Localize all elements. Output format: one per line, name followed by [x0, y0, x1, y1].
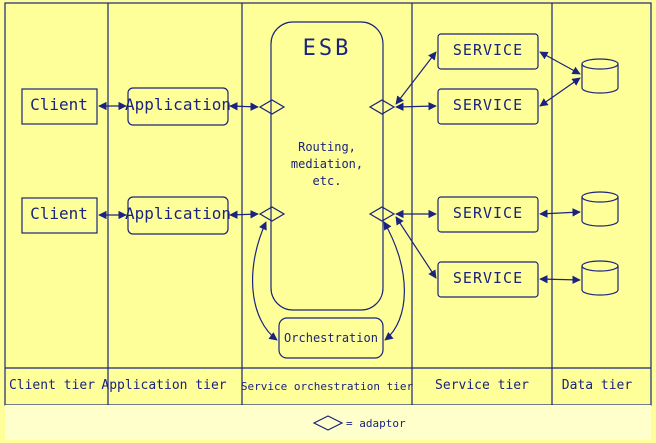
adaptor-diamond — [258, 206, 286, 222]
orchestration-curve — [383, 221, 405, 341]
legend-band — [5, 405, 651, 440]
arrow — [229, 102, 259, 111]
database-icon — [581, 191, 619, 227]
arrow — [539, 208, 581, 218]
application-box — [127, 196, 229, 235]
adaptor-diamond — [368, 206, 396, 222]
arrow — [539, 51, 581, 75]
adaptor-diamond — [368, 99, 396, 115]
orchestration-box — [278, 317, 384, 359]
service-box — [437, 88, 539, 125]
adaptor-diamond — [258, 99, 286, 115]
client-box — [21, 88, 98, 125]
orchestration-curve — [251, 221, 278, 341]
database-icon — [581, 260, 619, 296]
service-box — [437, 196, 539, 233]
arrow — [395, 216, 437, 279]
database-icon — [581, 58, 619, 94]
esb-bus — [270, 21, 384, 311]
arrow — [539, 274, 581, 285]
legend-adaptor-icon — [312, 415, 344, 431]
service-box — [437, 33, 539, 70]
arrow — [539, 77, 581, 107]
client-box — [21, 197, 98, 234]
arrow — [395, 51, 437, 105]
service-box — [437, 261, 539, 298]
application-box — [127, 87, 229, 126]
arrow — [395, 101, 437, 112]
frame — [4, 2, 652, 406]
arrow — [229, 210, 259, 219]
